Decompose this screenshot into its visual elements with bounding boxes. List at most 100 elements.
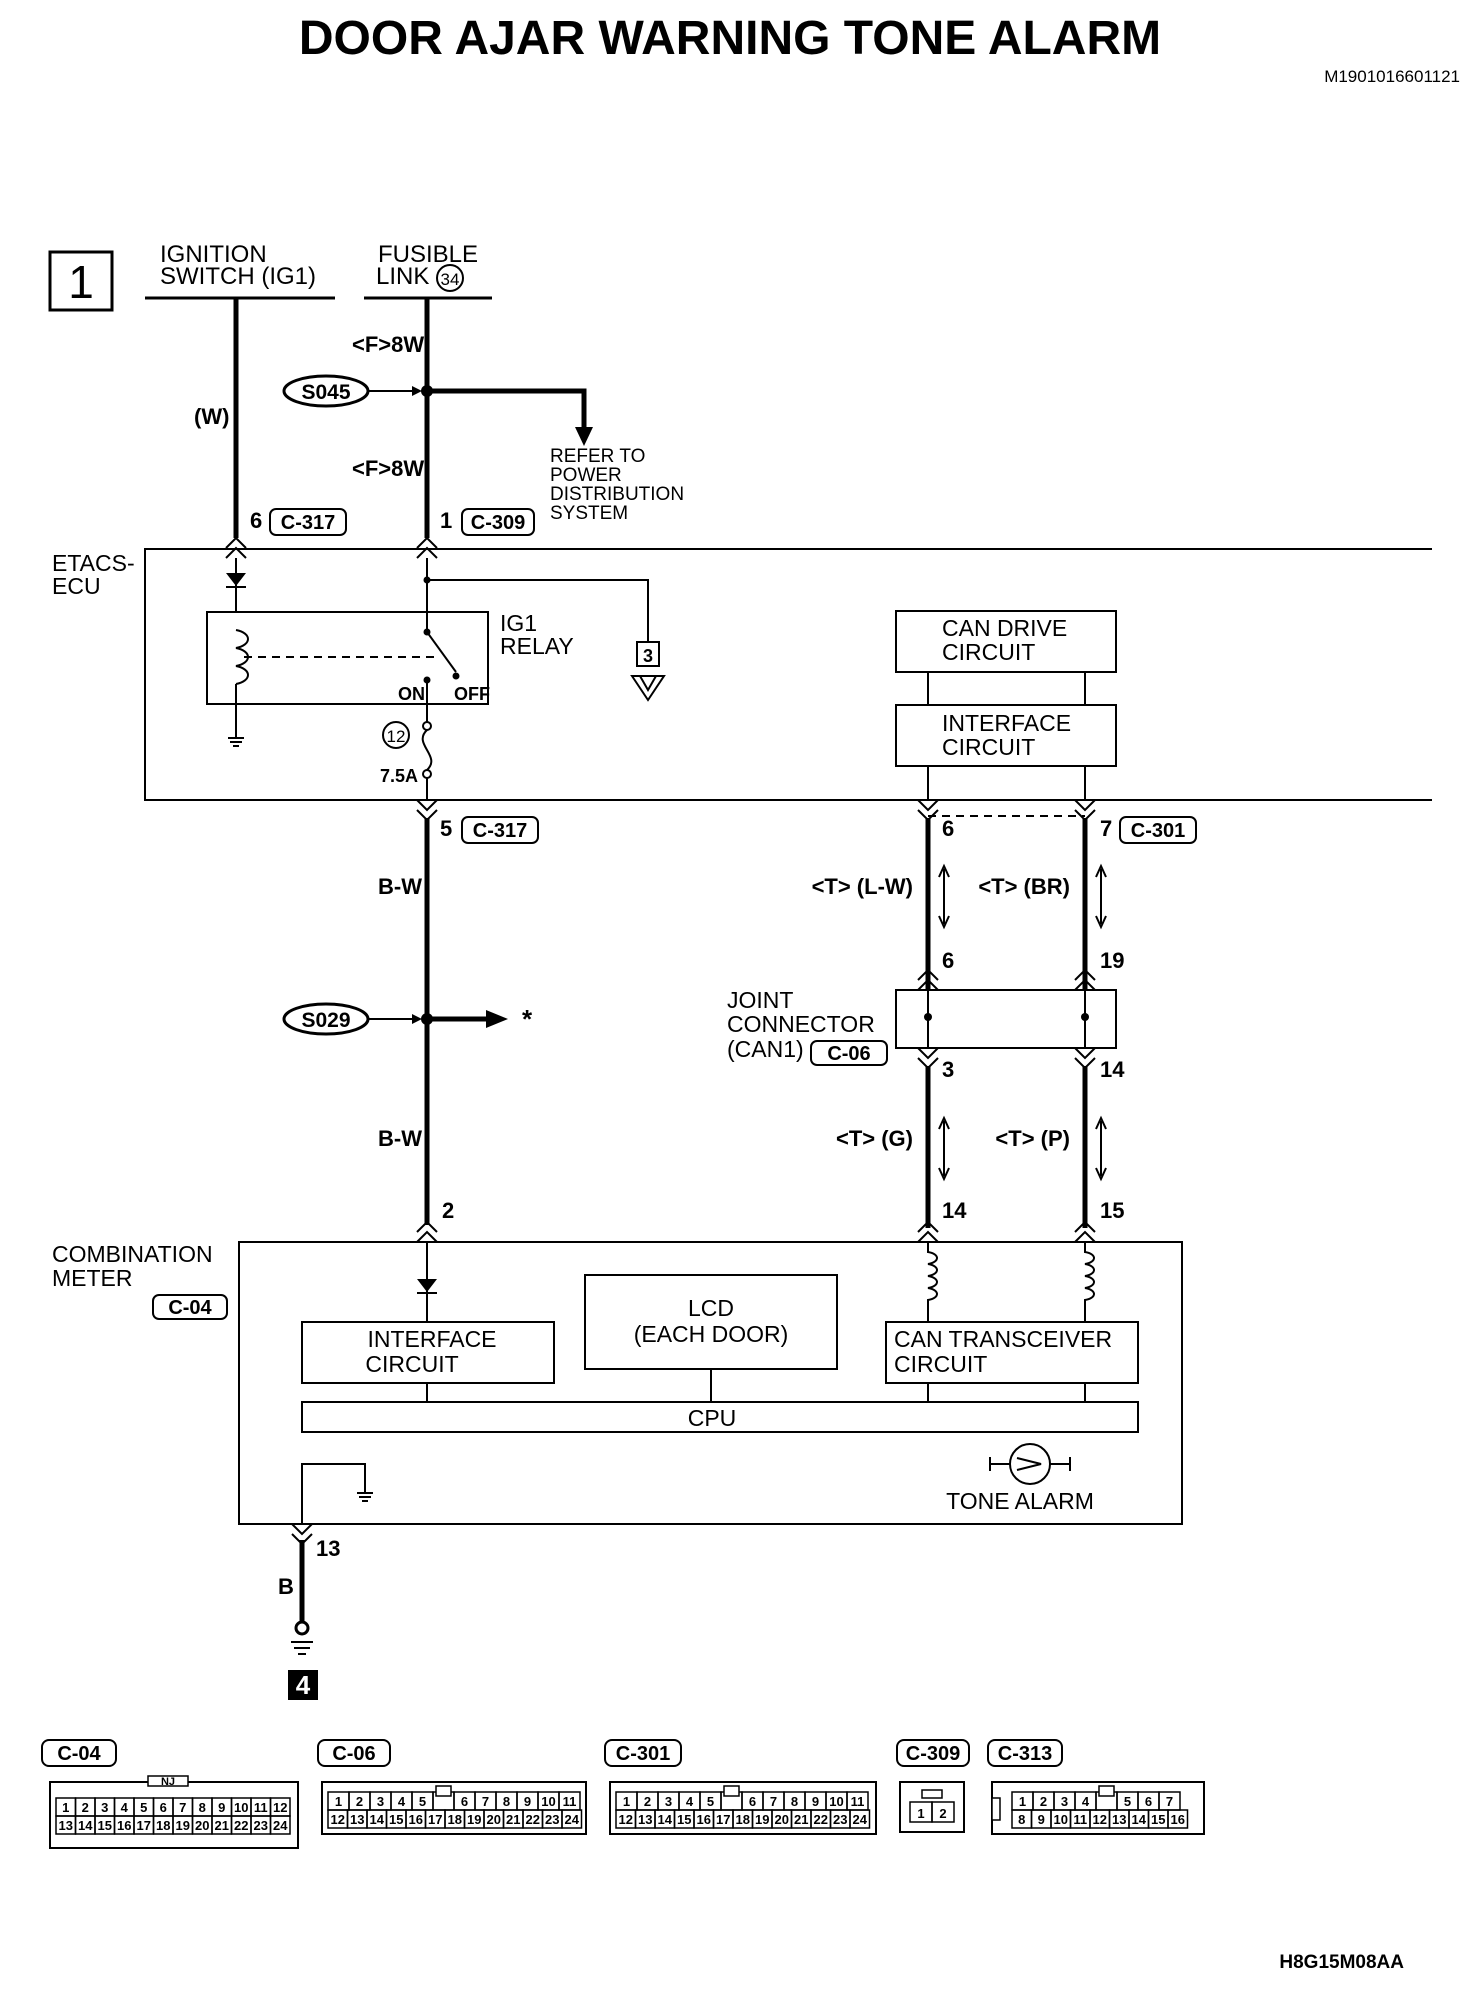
- c301-view-top-pin-label: 1: [623, 1794, 630, 1809]
- c313-view-bottom-cell: [1167, 1809, 1189, 1829]
- c06-view-bottom-pin-label: 16: [409, 1812, 423, 1827]
- ign-entry-arrow: [225, 536, 247, 559]
- c06-view-bottom-cell: [561, 1809, 583, 1829]
- c04-view-bottom-pin-label: 13: [59, 1818, 73, 1833]
- c06-view-top-latch-icon: [435, 1785, 452, 1797]
- c301-view-bottom-pin-label: 14: [658, 1812, 673, 1827]
- fusible-pin: 1: [440, 508, 452, 533]
- c301-view-tag: C-301: [616, 1743, 670, 1765]
- meter-power-pin: 2: [442, 1198, 454, 1223]
- fusible-wire-color-mid: <F>8W: [352, 456, 424, 481]
- c06-view-top-pin-label: 4: [398, 1794, 406, 1809]
- meter-label-1: COMBINATION: [52, 1241, 213, 1267]
- c301-view-bottom-pin-label: 12: [619, 1812, 633, 1827]
- ground-terminal: [294, 1620, 310, 1636]
- tone-alarm-arrow: [1016, 1457, 1042, 1471]
- fl-entry-arrow: [416, 536, 438, 559]
- c301-view-bottom-pin-label: 20: [775, 1812, 789, 1827]
- c313-view-top-pin-label: 5: [1124, 1794, 1131, 1809]
- c301-view-top-pin-label: 10: [829, 1794, 843, 1809]
- c04-view-bottom-pin-label: 16: [117, 1818, 131, 1833]
- c301-pin-l: 7: [1100, 816, 1112, 841]
- fuse-element-icon: [421, 729, 433, 771]
- can-h-coil-icon: [927, 1242, 938, 1322]
- fuse-number: 12: [387, 727, 406, 746]
- c06-view-bottom-pin-label: 17: [428, 1812, 442, 1827]
- c301-tag-box: [1119, 816, 1197, 844]
- c301-view-housing: [609, 1781, 877, 1835]
- c06-view-top-pin-label: 7: [482, 1794, 489, 1809]
- c309-view-pins-cell: [931, 1801, 955, 1823]
- c06-view-top-pin-label: 9: [524, 1794, 531, 1809]
- c04-view-bottom-pin-label: 24: [273, 1818, 288, 1833]
- c301-view-bottom-pin-label: 19: [755, 1812, 769, 1827]
- c04-view-top-pin-label: 1: [62, 1800, 69, 1815]
- c313-view-bottom-pin-label: 15: [1151, 1812, 1165, 1827]
- c301-view-top-pin-label: 3: [665, 1794, 672, 1809]
- c301-view-bottom-pin-label: 15: [677, 1812, 691, 1827]
- fuse-rating: 7.5A: [380, 766, 418, 786]
- c04-view-top-pin-label: 10: [234, 1800, 248, 1815]
- c301-view-bottom-pin-label: 23: [833, 1812, 847, 1827]
- etacs-interface-label-2: CIRCUIT: [942, 734, 1035, 760]
- c309-view-pins-pin-label: 2: [939, 1806, 946, 1821]
- c301-view-top-pin-label: 2: [644, 1794, 651, 1809]
- jc-l-in-arrow: [1074, 968, 1096, 991]
- etacs-can-drive-label-1: CAN DRIVE: [942, 615, 1067, 641]
- ignition-pin: 6: [250, 508, 262, 533]
- c04-view-top-pin-label: 11: [254, 1800, 268, 1815]
- c309-view-tag-box: [896, 1739, 970, 1767]
- c04-view-top-pin-label: 3: [101, 1800, 108, 1815]
- power-exit-arrow: [416, 799, 438, 822]
- meter-interface-label-1: INTERFACE: [367, 1326, 496, 1352]
- fusible-wire-color-top: <F>8W: [352, 332, 424, 357]
- jc-label-3: (CAN1): [727, 1036, 804, 1062]
- fusible-link-number-circle: [436, 264, 464, 292]
- c04-view-bottom-pin-label: 22: [234, 1818, 248, 1833]
- relay-on-label: ON: [398, 684, 425, 704]
- c04-view-bottom-pin-label: 23: [254, 1818, 268, 1833]
- refer-line-3: DISTRIBUTION: [550, 484, 684, 505]
- c301-view-bottom-pin-label: 17: [716, 1812, 730, 1827]
- c309-view-latch-icon: [921, 1789, 943, 1799]
- c04-view-bottom-pin-label: 14: [78, 1818, 93, 1833]
- c313-view-bottom-pin-label: 12: [1093, 1812, 1107, 1827]
- jc-l-out-arrow: [1074, 1047, 1096, 1070]
- c317-top-tag-box: [269, 508, 347, 536]
- c06-tag: C-06: [827, 1043, 870, 1065]
- jc-pin-h-in: 6: [942, 948, 954, 973]
- c313-view-side-latch-icon: [991, 1797, 1001, 1821]
- can-l-lower-bidir-arrow: [1095, 1115, 1107, 1182]
- meter-power-diode: [417, 1279, 437, 1292]
- c301-view-bottom-pin-label: 16: [697, 1812, 711, 1827]
- refer-line-4: SYSTEM: [550, 503, 628, 524]
- c309-tag: C-309: [471, 512, 525, 534]
- ground-ref: 4: [296, 1670, 311, 1700]
- s029-branch-ref: *: [522, 1004, 533, 1034]
- etacs-can-drive-label-2: CIRCUIT: [942, 639, 1035, 665]
- c301-view-top-pin-label: 11: [851, 1794, 865, 1809]
- meter-label-2: METER: [52, 1265, 133, 1291]
- c06-view-top-pin-label: 10: [541, 1794, 555, 1809]
- jc-label-2: CONNECTOR: [727, 1011, 875, 1037]
- c301-view-bottom-pin-label: 24: [853, 1812, 868, 1827]
- c301-pin-h: 6: [942, 816, 954, 841]
- c06-view-bottom-pin-label: 21: [506, 1812, 520, 1827]
- c06-view-top-pin-label: 3: [377, 1794, 384, 1809]
- c309-view-housing: [899, 1781, 965, 1833]
- meter-can-l-in-arrow: [1074, 1220, 1096, 1243]
- can-l-coil-icon: [1084, 1242, 1095, 1322]
- c06-tag-box: [810, 1040, 888, 1066]
- can-h-upper-bidir-arrow: [938, 863, 950, 930]
- can-h-lower-bidir-arrow: [938, 1115, 950, 1182]
- ignition-switch-label-1: IGNITION: [160, 241, 267, 268]
- c04-view-top-pin-label: 5: [140, 1800, 147, 1815]
- c313-view-bottom-pin-label: 11: [1073, 1812, 1087, 1827]
- can-h-lower-color: <T> (G): [836, 1126, 913, 1151]
- power-out-pin: 5: [440, 816, 452, 841]
- c04-view-top-pin-label: 4: [121, 1800, 129, 1815]
- c04-tag-box: [152, 1294, 228, 1320]
- c06-view-bottom-pin-label: 22: [526, 1812, 540, 1827]
- c06-view-bottom-pin-label: 20: [487, 1812, 501, 1827]
